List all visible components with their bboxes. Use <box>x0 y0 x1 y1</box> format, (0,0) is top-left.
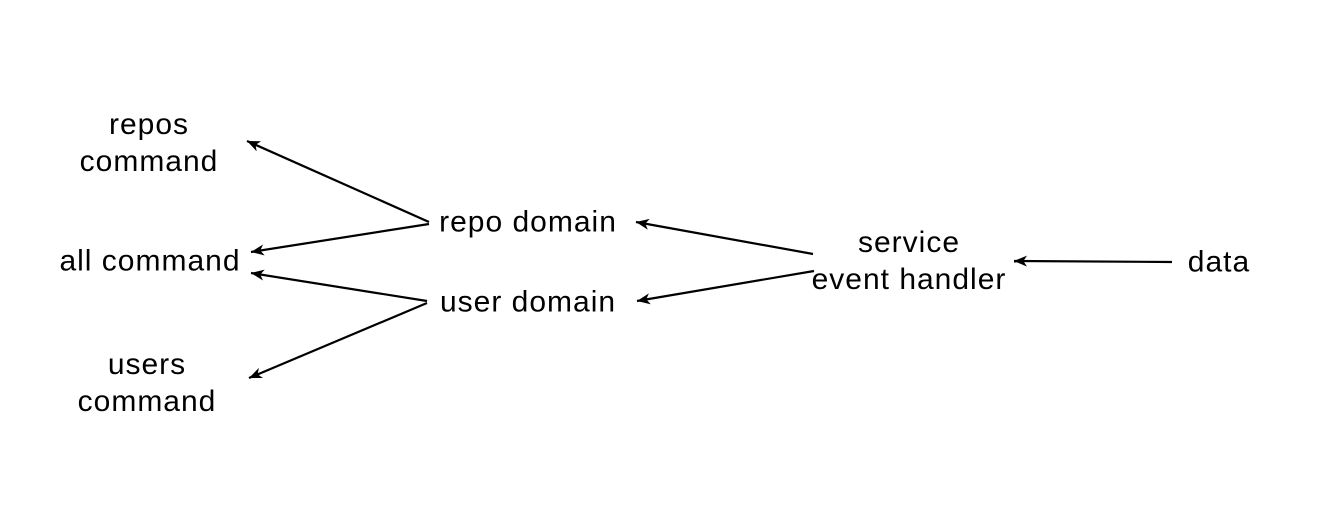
node-all-command: all command <box>59 244 241 278</box>
edge-user-domain-to-users-command <box>248 301 428 380</box>
node-repo-domain: repo domain <box>439 205 617 239</box>
edge-repo-domain-to-all-command <box>250 222 430 256</box>
node-users-command: users command <box>77 348 217 418</box>
edge-service-event-handler-to-repo-domain <box>635 218 814 256</box>
edge-service-event-handler-to-user-domain <box>636 269 815 305</box>
node-user-domain: user domain <box>439 285 617 319</box>
edge-user-domain-to-all-command <box>250 269 428 303</box>
node-service-event-handler: service event handler <box>811 226 1007 296</box>
edge-data-to-service-event-handler <box>1013 255 1173 267</box>
node-data: data <box>1187 245 1251 279</box>
node-repos-command: repos command <box>79 108 219 178</box>
edge-repo-domain-to-repos-command <box>246 139 430 224</box>
